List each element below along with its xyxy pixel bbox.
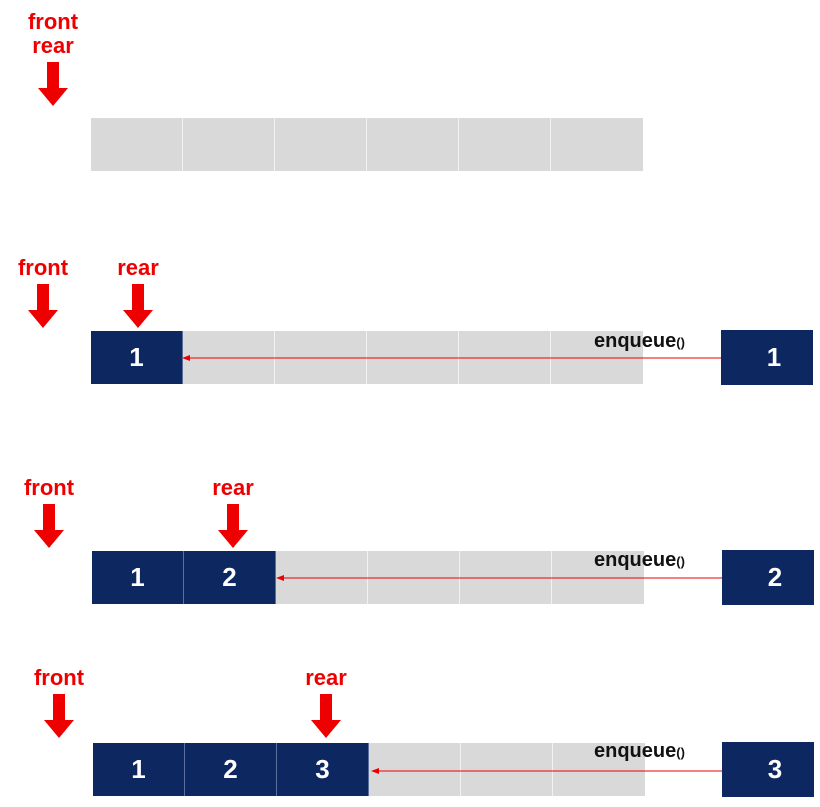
enqueue-label: enqueue() [594, 330, 685, 353]
operation-name: enqueue [594, 740, 677, 762]
operation-parens: () [676, 745, 685, 760]
down-arrow-icon [38, 62, 68, 106]
queue-array: 1 2 3 [93, 743, 645, 796]
rear-label: rear [32, 33, 74, 58]
queue-cell [369, 743, 461, 796]
front-pointer: front [12, 256, 74, 328]
queue-cell: 2 [184, 551, 276, 604]
front-label: front [27, 9, 79, 34]
queue-array [91, 118, 643, 171]
front-label: front [23, 475, 75, 500]
down-arrow-icon [123, 284, 153, 328]
queue-cell: 1 [93, 743, 185, 796]
down-arrow-icon [218, 504, 248, 548]
incoming-value: 2 [767, 562, 783, 592]
enqueue-label: enqueue() [594, 740, 685, 763]
incoming-item: 1 [721, 330, 813, 385]
front-label: front [17, 255, 69, 280]
queue-cell [275, 118, 367, 171]
operation-parens: () [676, 554, 685, 569]
queue-cell: 3 [277, 743, 369, 796]
queue-cell [459, 118, 551, 171]
rear-label: rear [212, 475, 254, 500]
operation-name: enqueue [594, 330, 677, 352]
queue-cell: 1 [91, 331, 183, 384]
rear-pointer: rear [202, 476, 264, 548]
incoming-value: 3 [767, 754, 783, 784]
operation-name: enqueue [594, 549, 677, 571]
front-rear-pointer: front rear [22, 10, 84, 106]
queue-cell [91, 118, 183, 171]
operation-parens: () [676, 335, 685, 350]
down-arrow-icon [34, 504, 64, 548]
down-arrow-icon [28, 284, 58, 328]
front-label: front [33, 665, 85, 690]
incoming-item: 3 [722, 742, 814, 797]
queue-cell: 1 [92, 551, 184, 604]
rear-pointer: rear [107, 256, 169, 328]
rear-label: rear [305, 665, 347, 690]
front-pointer: front [28, 666, 90, 738]
queue-cell: 2 [185, 743, 277, 796]
rear-pointer: rear [295, 666, 357, 738]
queue-cell [551, 118, 643, 171]
queue-cell [367, 118, 459, 171]
down-arrow-icon [44, 694, 74, 738]
queue-cell [183, 118, 275, 171]
incoming-item: 2 [722, 550, 814, 605]
queue-cell [553, 743, 645, 796]
front-pointer: front [18, 476, 80, 548]
enqueue-label: enqueue() [594, 549, 685, 572]
rear-label: rear [117, 255, 159, 280]
queue-cell [461, 743, 553, 796]
down-arrow-icon [311, 694, 341, 738]
incoming-value: 1 [766, 342, 782, 372]
